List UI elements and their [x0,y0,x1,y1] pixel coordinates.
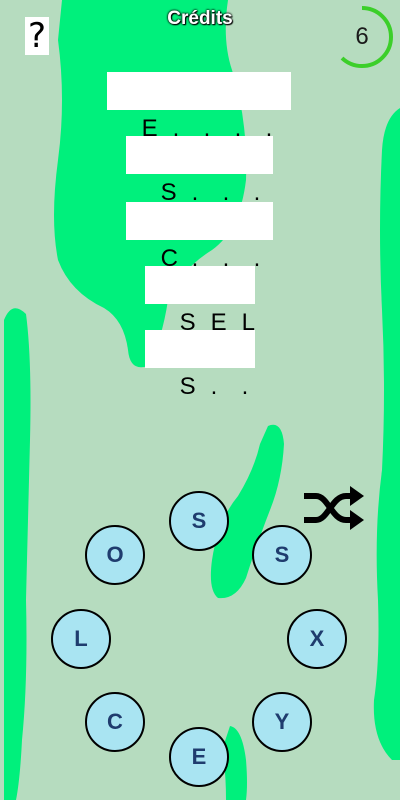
word-letter: . [191,245,199,272]
word-letter: C [160,245,179,272]
word-letter: . [253,245,261,272]
timer: 6 [329,4,395,70]
word-letter: E [210,309,227,336]
word-letter: . [203,115,211,142]
letter-button-o[interactable]: O [85,525,145,585]
word-letter: L [241,309,256,336]
shuffle-arrows-icon [304,486,364,530]
letter-button-x[interactable]: X [287,609,347,669]
word-letter: . [210,373,218,400]
word-letter: . [234,115,242,142]
word-letter: . [253,179,261,206]
word-slot: C... [126,202,273,272]
word-letter: . [265,115,273,142]
word-slot: E.... [107,72,291,142]
word-letter: . [172,115,180,142]
question-mark-icon: ? [27,16,47,56]
letter-button-s-right[interactable]: S [252,525,312,585]
word-letter: . [222,245,230,272]
word-slot: S.. [145,330,255,400]
shuffle-button[interactable] [302,484,364,532]
word-slot: S... [126,136,273,206]
letter-button-c[interactable]: C [85,692,145,752]
word-letter: S [160,179,177,206]
timer-ring-icon [331,6,393,68]
letter-button-l[interactable]: L [51,609,111,669]
word-letter: S [179,309,196,336]
letter-button-y[interactable]: Y [252,692,312,752]
letter-button-e[interactable]: E [169,727,229,787]
timer-value: 6 [355,23,369,50]
word-letter: . [222,179,230,206]
background-blob [373,108,400,760]
background-blob [4,308,31,800]
credits-button[interactable]: Crédits [167,8,233,29]
letter-button-s-top[interactable]: S [169,491,229,551]
help-button[interactable]: ? [25,17,49,55]
background-blob [222,726,247,800]
word-letter: S [179,373,196,400]
word-letter: . [191,179,199,206]
word-letter: . [241,373,249,400]
word-letter: E [141,115,158,142]
background-blob [210,424,284,599]
